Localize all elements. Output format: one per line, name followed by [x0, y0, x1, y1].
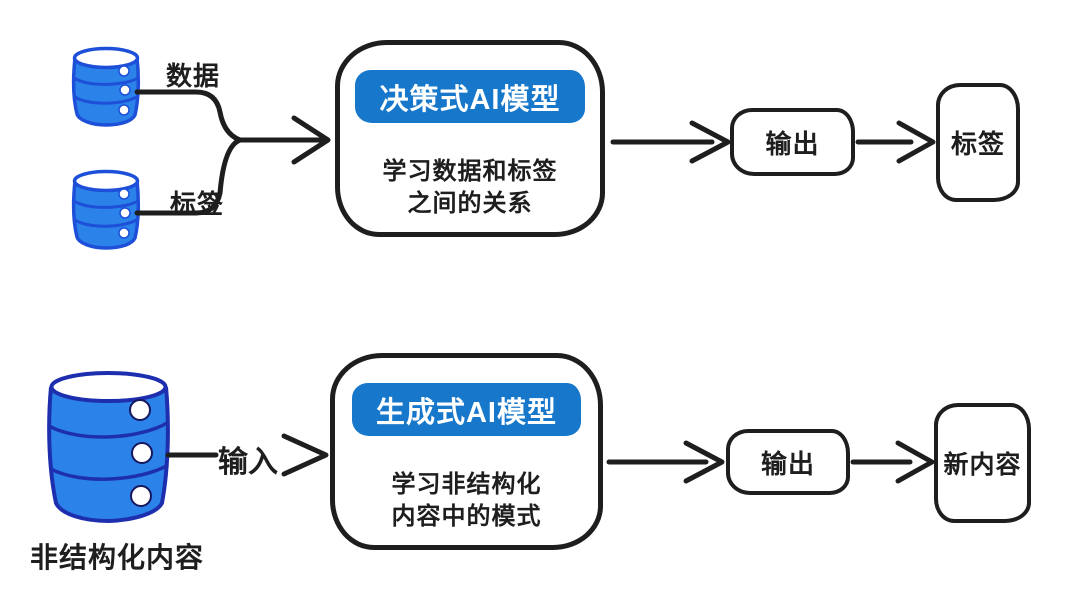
arrow-model-to-output-bottom-icon [606, 440, 725, 484]
decision-model-description-line2: 之间的关系 [407, 190, 533, 218]
merge-arrow-icon [134, 89, 331, 216]
generative-model-description: 学习非结构化 内容中的模式 [392, 469, 542, 533]
edge-label-input: 输入 [218, 446, 278, 479]
generative-model-title-badge: 生成式AI模型 [351, 383, 581, 436]
edge-label-labels: 标签 [170, 189, 225, 219]
generative-model-box: 生成式AI模型 学习非结构化 内容中的模式 [330, 353, 603, 550]
arrow-output-to-result-top-icon [855, 120, 936, 164]
database-cylinder-unstructured-icon [47, 371, 170, 523]
generative-model-description-line2: 内容中的模式 [391, 503, 542, 531]
output-box-bottom: 输出 [726, 429, 850, 495]
result-box-new-content: 新内容 [934, 403, 1031, 523]
decision-model-description-line1: 学习数据和标签 [382, 158, 558, 185]
arrow-output-to-result-bottom-icon [850, 440, 935, 484]
generative-model-description-line1: 学习非结构化 [391, 471, 542, 498]
arrow-model-to-output-top-icon [610, 120, 731, 164]
edge-label-data: 数据 [166, 61, 221, 91]
result-box-label: 标签 [936, 83, 1020, 202]
input-arrow-icon [165, 433, 329, 477]
database-cylinder-labels-icon [71, 169, 141, 250]
cylinder-caption-unstructured: 非结构化内容 [30, 542, 205, 573]
decision-model-description: 学习数据和标签 之间的关系 [383, 156, 558, 220]
database-cylinder-data-icon [71, 46, 141, 127]
output-box-top: 输出 [730, 108, 855, 176]
decision-model-box: 决策式AI模型 学习数据和标签 之间的关系 [335, 40, 605, 237]
decision-model-title-badge: 决策式AI模型 [355, 70, 585, 123]
